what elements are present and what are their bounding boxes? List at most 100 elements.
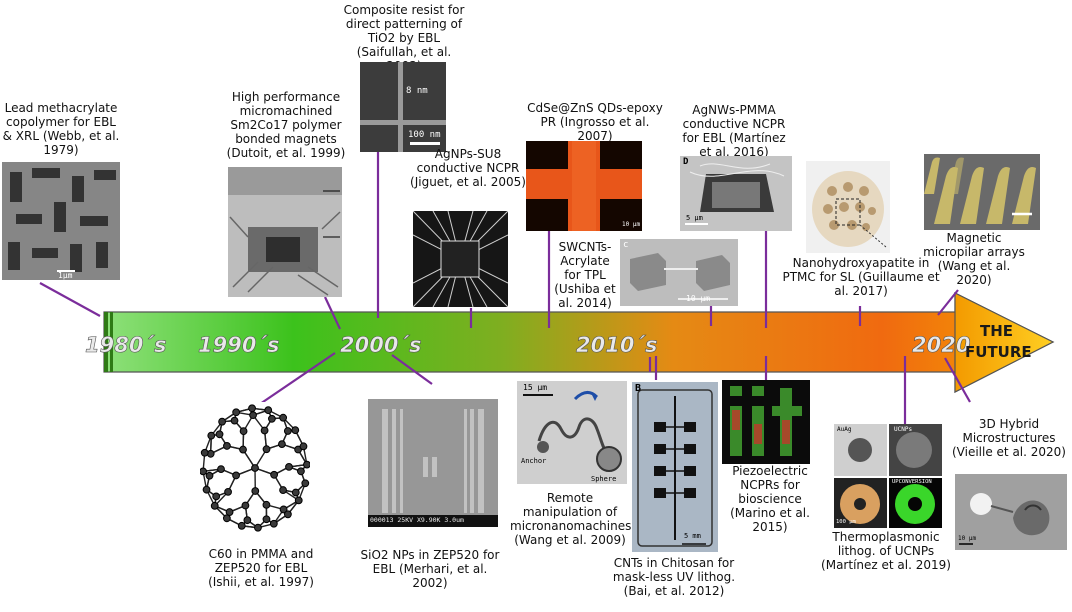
label-remote: Remote manipulation of micronanomachines… [510,491,632,547]
image-hybrid: 10 μm [955,474,1067,550]
label-c60: C60 in PMMA and ZEP520 for EBL (Ishii, e… [208,547,314,589]
c60-atom [279,486,287,494]
c60-atom [237,521,246,530]
label-swcnts: SWCNTs-Acrylate for TPL (Ushiba et al. 2… [554,240,616,310]
image-tio2: 8 nm 100 nm [360,62,446,152]
image-agnps-su8 [413,211,508,307]
label-cdse-10um: 10 μm [622,221,641,228]
image-cdse: 10 μm [526,141,642,231]
label-lead-methacrylate: Lead methacrylate copolymer for EBL & XR… [2,101,120,157]
label-agnws: AgNWs-PMMA conductive NCPR for EBL (Mart… [682,103,786,159]
c60-atom [251,487,260,495]
c60-atom [254,523,262,532]
c60-atom [223,442,231,450]
c60-atom [224,487,232,496]
c60-atom [278,440,286,449]
label-cdse: CdSe@ZnS QDs-epoxy PR (Ingrosso et al. 2… [527,101,663,143]
image-lead-methacrylate: 1μm [2,162,120,280]
c60-atom [248,404,256,413]
era-1980: 1980´s [85,333,166,357]
image-cnts: B 5 mm [632,382,718,552]
c60-atom [294,496,303,505]
label-magnetic: Magnetic micropilar arrays (Wang et al. … [923,231,1025,287]
label-auag: AuAg [837,426,852,433]
c60-atom [210,501,219,510]
c60-atom [200,448,209,457]
image-thermo: AuAg UCNPs UPCONVERSION 100 μm [834,424,942,528]
era-2010: 2010´s [576,333,657,357]
c60-atom [285,462,293,471]
connector-sio2 [391,354,433,385]
c60-atom [212,492,221,501]
label-agnps-su8: AgNPs-SU8 conductive NCPR (Jiguet, et al… [410,147,526,189]
connector-hybrid [944,357,971,403]
era-1990: 1990´s [198,333,279,357]
c60-atom [283,427,292,435]
label-swcnts-10um: 10 μm [686,294,711,303]
c60-atom [279,505,288,514]
label-nanohydroxyapatite: Nanohydroxyapatite in PTMC for SL (Guill… [782,256,940,298]
c60-atom [291,426,300,435]
connector-lead [39,282,101,317]
scale-1um: 1μm [58,271,73,280]
connector-magnetic [937,289,959,316]
c60-atom [297,467,305,476]
label-upconversion: UPCONVERSION [892,479,932,485]
connector-sm2co17 [324,296,341,330]
c60-atom [215,430,224,439]
era-2000: 2000´s [340,333,421,357]
label-100nm: 100 nm [408,130,441,140]
c60-atom [301,479,310,488]
c60-atom [279,413,288,422]
image-sio2: 000013 25KV X9.90K 3.0um [368,399,498,527]
image-sm2co17 [228,167,342,297]
label-sphere: Sphere [591,475,617,483]
c60-atom [303,460,310,469]
c60-atom [283,510,292,519]
c60-atom [262,515,271,524]
label-8nm: 8 nm [406,86,428,96]
label-ucnps: UCNPs [894,426,913,433]
label-piezo: Piezoelectric NCPRs for bioscience (Mari… [730,464,810,534]
c60-atom [262,500,271,509]
c60-atom [232,408,241,417]
image-remote: 15 μm Anchor Sphere [517,381,627,484]
c60-atom [222,514,231,523]
c60-atom [232,471,240,480]
label-thermo: Thermoplasmonic lithog. of UCNPs (Martín… [821,530,951,572]
label-agnws-5um: 5 μm [686,214,703,222]
c60-atom [207,431,216,440]
c60-atom [202,485,211,494]
c60-atom [217,465,225,474]
timeline-arrow-tip [954,292,1055,393]
c60-atom [291,488,300,497]
era-2020: 2020 [912,333,970,357]
c60-atom [239,445,247,454]
c60-atom [262,445,271,454]
c60-atom [243,516,252,525]
label-cnts-panel: B [635,383,642,394]
timeline-start-bar-2 [110,312,113,372]
c60-atom [268,414,276,423]
label-thermo-100um: 100 μm [836,519,856,525]
label-swcnts-panel: c [623,240,629,250]
image-magnetic [924,154,1040,230]
c60-atom [205,471,214,480]
c60-atom [200,467,207,476]
label-agnws-panel: D [683,157,689,167]
era-labels: 1980´s 1990´s 2000´s 2010´s 2020 [85,333,971,358]
label-hybrid-10um: 10 μm [958,535,977,542]
image-c60 [200,402,310,537]
label-cnts-5mm: 5 mm [684,532,701,540]
label-sio2: SiO2 NPs in ZEP520 for EBL (Merhari, et … [360,548,500,590]
c60-atom [249,411,257,420]
timeline-start-bar [104,312,108,372]
label-cnts: CNTs in Chitosan for mask-less UV lithog… [612,556,736,598]
label-hybrid: 3D Hybrid Microstructures (Vieille et al… [952,417,1066,459]
c60-atom [239,427,248,436]
label-remote-15um: 15 μm [523,383,548,392]
c60-atom [218,417,227,426]
c60-atom [241,501,250,510]
label-sm2co17: High performance micromachined Sm2Co17 p… [226,90,346,160]
